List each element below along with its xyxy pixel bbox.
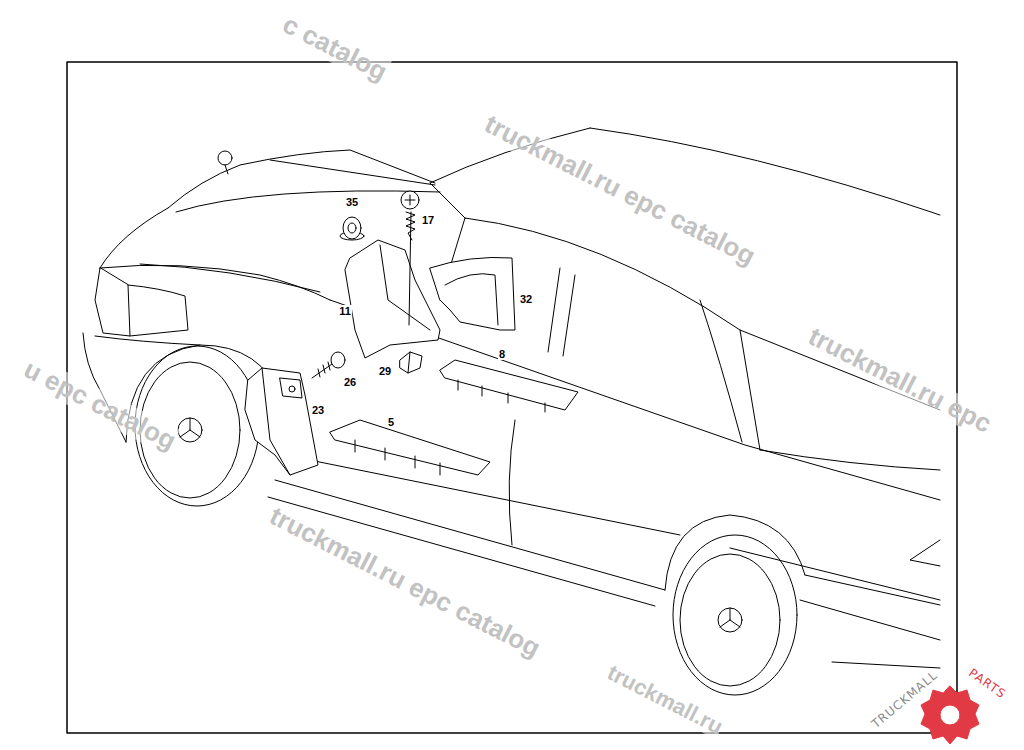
frame xyxy=(67,62,957,733)
trim-parts-line xyxy=(289,386,295,392)
watermark: truckmall.ru epc catalog xyxy=(265,501,544,662)
car-body-line xyxy=(700,300,742,442)
car-body-line xyxy=(140,264,320,292)
callout-number: 32 xyxy=(519,293,533,305)
car-body-line xyxy=(563,275,575,356)
car-body-line xyxy=(673,535,797,695)
car-body-line xyxy=(430,183,465,218)
car-body-line xyxy=(218,151,232,165)
car-body-line xyxy=(178,418,202,442)
logo-gear xyxy=(921,686,979,744)
trim-parts-line xyxy=(343,217,361,239)
car-body-line xyxy=(805,575,940,605)
watermark: truckmall.ru epc catalog xyxy=(480,109,759,270)
trim-parts-line xyxy=(280,378,302,398)
car-body-line xyxy=(910,540,940,566)
car-body-line xyxy=(718,608,742,632)
trim-parts-line xyxy=(355,440,440,475)
callout-number: 29 xyxy=(378,365,392,377)
car-body-line xyxy=(740,330,760,450)
car-body-line xyxy=(665,515,805,590)
watermark: truckmall.ru epc xyxy=(804,322,996,439)
car-body-line xyxy=(100,208,168,268)
car-body-line xyxy=(548,268,560,352)
car-body-line xyxy=(800,600,940,640)
trim-parts-line xyxy=(401,191,419,209)
callout-number: 23 xyxy=(311,404,325,416)
car-body-line xyxy=(95,268,130,336)
trim-parts-line xyxy=(409,212,411,325)
car-body-line xyxy=(680,554,780,686)
trim-parts-line xyxy=(406,212,415,240)
car-body-line xyxy=(730,548,940,600)
logo-text: PARTS xyxy=(966,667,1008,702)
car-body-line xyxy=(760,450,940,470)
logo-gear-line xyxy=(921,686,979,744)
car-body-line xyxy=(168,150,435,208)
car-body-line xyxy=(95,336,200,345)
trim-parts-line xyxy=(331,352,345,368)
trim-parts-line xyxy=(262,368,290,475)
watermark: c catalog xyxy=(278,10,391,87)
car-body-line xyxy=(832,662,940,668)
logo-text: TRUCKMALL xyxy=(869,669,940,732)
trim-parts-line xyxy=(380,245,430,330)
trim-parts-line xyxy=(405,195,415,205)
trim-parts-line xyxy=(408,352,410,373)
trim-parts-line xyxy=(400,352,422,373)
logo-gear-line xyxy=(940,705,960,725)
trim-parts-line xyxy=(345,240,440,358)
trim-parts-line xyxy=(445,274,498,325)
car-body-line xyxy=(270,160,435,185)
trim-parts xyxy=(245,191,578,475)
trim-parts-line xyxy=(458,380,545,412)
callout-number: 17 xyxy=(421,214,435,226)
trim-parts-line xyxy=(318,362,330,377)
car-body-line xyxy=(176,191,440,212)
callout-number: 5 xyxy=(387,416,395,428)
car-body-line xyxy=(180,418,200,437)
car-body xyxy=(83,128,940,695)
trim-parts-line xyxy=(430,257,515,330)
callout-number: 8 xyxy=(498,348,506,360)
car-body-line xyxy=(128,285,188,336)
callout-number: 35 xyxy=(345,196,359,208)
car-body-line xyxy=(720,608,740,627)
car-body-line xyxy=(225,165,228,174)
trim-parts-line xyxy=(440,360,578,410)
watermark: truckmall.ru xyxy=(603,661,726,740)
trim-parts-line xyxy=(348,223,356,233)
trim-parts-line xyxy=(245,368,318,475)
car-body-line xyxy=(509,420,515,545)
callout-number: 26 xyxy=(343,376,357,388)
trim-parts-line xyxy=(330,420,490,475)
watermark: u epc catalog xyxy=(19,355,180,456)
callout-number: 11 xyxy=(338,305,352,317)
